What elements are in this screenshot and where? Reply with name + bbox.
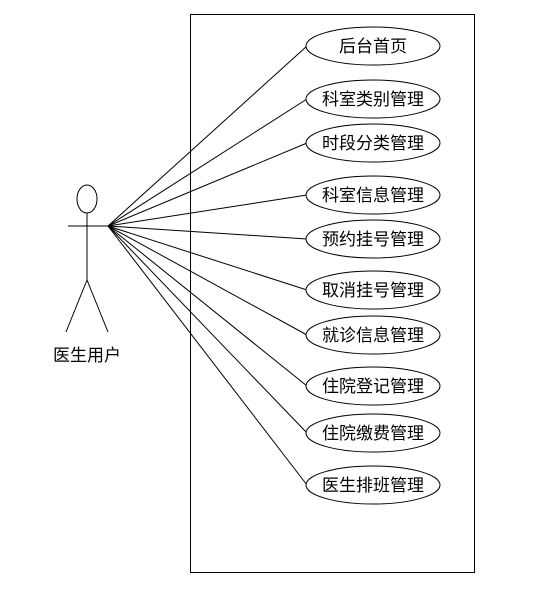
use-case-ellipse bbox=[305, 26, 441, 66]
association-line bbox=[107, 225, 308, 291]
use-case-ellipse bbox=[305, 465, 441, 505]
association-line bbox=[107, 225, 308, 387]
use-case-label: 科室类别管理 bbox=[322, 90, 424, 110]
association-line bbox=[107, 45, 308, 227]
system-boundary bbox=[190, 14, 475, 573]
use-case: 预约挂号管理 bbox=[305, 219, 441, 259]
use-case: 科室信息管理 bbox=[305, 175, 441, 215]
association-line bbox=[107, 225, 308, 336]
use-case: 时段分类管理 bbox=[305, 123, 441, 163]
use-case: 就诊信息管理 bbox=[305, 315, 441, 355]
actor-right-leg bbox=[86, 279, 109, 333]
use-case: 住院缴费管理 bbox=[305, 413, 441, 453]
association-lines bbox=[107, 45, 308, 486]
actor-head bbox=[76, 184, 98, 214]
use-case-label: 后台首页 bbox=[339, 37, 407, 57]
association-line bbox=[107, 142, 308, 227]
use-case-label: 医生排班管理 bbox=[322, 476, 424, 496]
use-case: 取消挂号管理 bbox=[305, 270, 441, 310]
association-line bbox=[107, 225, 308, 434]
use-case-label: 住院缴费管理 bbox=[322, 424, 424, 444]
actor-figure bbox=[65, 184, 109, 333]
use-case: 后台首页 bbox=[305, 26, 441, 66]
actor-left-leg bbox=[65, 279, 88, 333]
association-line bbox=[107, 225, 308, 486]
use-case-label: 预约挂号管理 bbox=[322, 230, 424, 250]
use-case-ellipse bbox=[305, 219, 441, 259]
use-case-label: 住院登记管理 bbox=[322, 377, 424, 397]
association-line bbox=[107, 98, 308, 227]
use-case-label: 就诊信息管理 bbox=[322, 326, 424, 346]
use-case: 住院登记管理 bbox=[305, 366, 441, 406]
use-case-ellipse bbox=[305, 315, 441, 355]
use-case: 科室类别管理 bbox=[305, 79, 441, 119]
use-case-label: 时段分类管理 bbox=[322, 134, 424, 154]
association-line bbox=[107, 194, 308, 227]
use-case-ellipse bbox=[305, 123, 441, 163]
use-case-ellipse bbox=[305, 175, 441, 215]
use-case-label: 科室信息管理 bbox=[322, 186, 424, 206]
use-case-ellipse bbox=[305, 413, 441, 453]
association-line bbox=[107, 225, 308, 240]
use-case-ellipse bbox=[305, 79, 441, 119]
actor-label: 医生用户 bbox=[53, 346, 121, 366]
use-case-label: 取消挂号管理 bbox=[322, 281, 424, 301]
use-case-ellipse bbox=[305, 366, 441, 406]
use-case-ellipse bbox=[305, 270, 441, 310]
use-case-group: 后台首页科室类别管理时段分类管理科室信息管理预约挂号管理取消挂号管理就诊信息管理… bbox=[305, 26, 441, 505]
use-case: 医生排班管理 bbox=[305, 465, 441, 505]
